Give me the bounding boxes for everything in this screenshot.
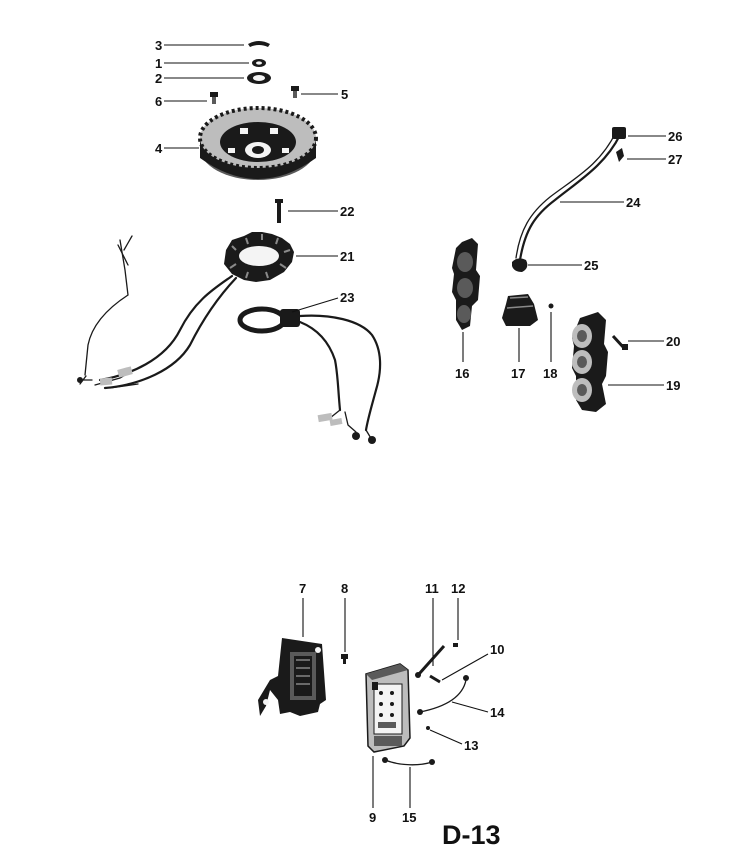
callout-14: 14	[490, 705, 505, 720]
callout-3: 3	[155, 38, 162, 53]
callout-9: 9	[369, 810, 376, 825]
callout-24: 24	[626, 195, 641, 210]
callout-25: 25	[584, 258, 598, 273]
callout-6: 6	[155, 94, 162, 109]
part-22-pin	[275, 199, 283, 223]
callout-23: 23	[340, 290, 354, 305]
callout-4: 4	[155, 141, 163, 156]
part-25-terminal	[512, 258, 528, 272]
part-16-housing	[452, 238, 480, 330]
callout-13: 13	[464, 738, 478, 753]
leader-lines	[164, 44, 666, 808]
part-8-screw	[341, 654, 348, 664]
stator-wire-harness	[77, 235, 238, 390]
callout-labels: 3 1 2 6 5 4 22 21 23 26 27 24 25 20 16 1…	[155, 38, 682, 825]
part-20-screw	[611, 334, 628, 350]
callout-20: 20	[666, 334, 680, 349]
callout-16: 16	[455, 366, 469, 381]
callout-18: 18	[543, 366, 557, 381]
part-18-small-part	[548, 303, 554, 309]
callout-26: 26	[668, 129, 682, 144]
part-14-lead	[419, 679, 467, 713]
callout-15: 15	[402, 810, 416, 825]
part-23-trigger	[237, 306, 382, 444]
part-4-flywheel	[198, 106, 318, 180]
spark-plug-lead	[512, 127, 626, 272]
callout-27: 27	[668, 152, 682, 167]
plate-label: D-13	[442, 820, 501, 850]
callout-22: 22	[340, 204, 354, 219]
part-19-coil-block	[572, 312, 608, 412]
callout-11: 11	[425, 581, 439, 596]
part-17-boot	[502, 294, 538, 326]
callout-17: 17	[511, 366, 525, 381]
callout-19: 19	[666, 378, 680, 393]
part-13-small-part	[426, 726, 430, 730]
callout-21: 21	[340, 249, 354, 264]
callout-2: 2	[155, 71, 162, 86]
callout-5: 5	[341, 87, 348, 102]
callout-10: 10	[490, 642, 504, 657]
part-9-switch-box	[365, 663, 411, 753]
callout-8: 8	[341, 581, 348, 596]
part-26-boot	[612, 127, 626, 139]
part-12-screw	[453, 643, 458, 647]
part-27-clip	[616, 148, 624, 162]
part-21-stator	[224, 232, 294, 282]
part-10-part	[429, 674, 441, 684]
flywheel-assembly	[198, 41, 318, 180]
part-11-wire	[417, 645, 446, 675]
part-7-bracket	[258, 638, 326, 716]
part-15-lead	[384, 759, 433, 766]
callout-7: 7	[299, 581, 306, 596]
part-6-screw	[210, 92, 218, 104]
callout-12: 12	[451, 581, 465, 596]
part-5-screw	[291, 86, 299, 98]
callout-1: 1	[155, 56, 162, 71]
part-3-nut	[248, 41, 270, 47]
